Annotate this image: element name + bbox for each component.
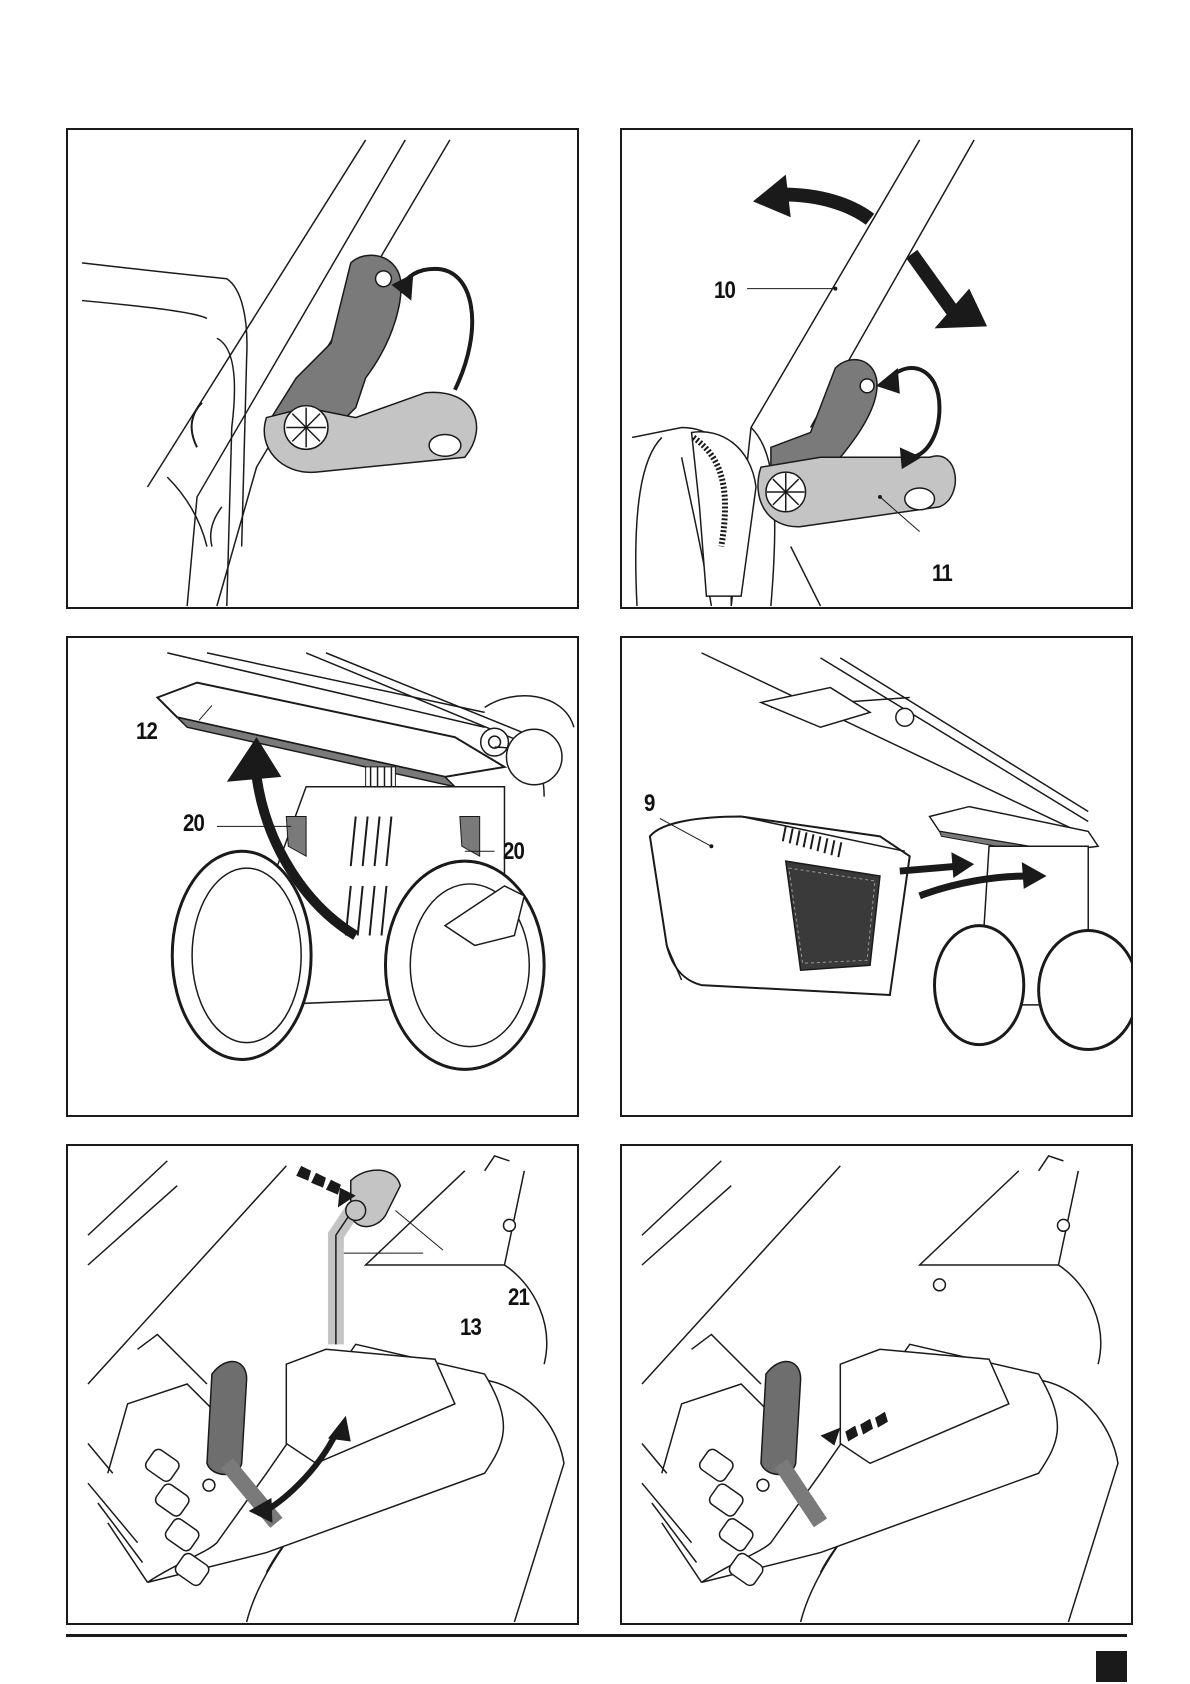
figure-grass-box-attach: 9: [620, 636, 1133, 1117]
figure-handle-lock-1: [66, 128, 579, 609]
callout-13: 13: [460, 1314, 481, 1342]
callout-20-right: 20: [503, 838, 524, 866]
handle-fold-illustration: [622, 130, 1131, 607]
figure-height-adjust-1: 21 13: [66, 1144, 579, 1625]
height-lever-illustration: [68, 1146, 577, 1623]
figure-flap-lift: 12 20 20: [66, 636, 579, 1117]
figure-handle-lock-2: 10 11: [620, 128, 1133, 609]
handle-clamp-illustration: [68, 130, 577, 607]
figure-height-adjust-2: [620, 1144, 1133, 1625]
callout-20-left: 20: [183, 810, 204, 838]
page-corner-marker: [1096, 1651, 1127, 1682]
callout-12: 12: [136, 718, 157, 746]
footer-rule: [66, 1634, 1127, 1637]
callout-10: 10: [714, 277, 735, 305]
callout-9: 9: [644, 790, 655, 818]
mower-flap-illustration: [68, 638, 577, 1115]
grass-box-illustration: [622, 638, 1131, 1115]
callout-11: 11: [932, 560, 952, 588]
callout-21: 21: [508, 1284, 529, 1312]
height-lever-set-illustration: [622, 1146, 1131, 1623]
